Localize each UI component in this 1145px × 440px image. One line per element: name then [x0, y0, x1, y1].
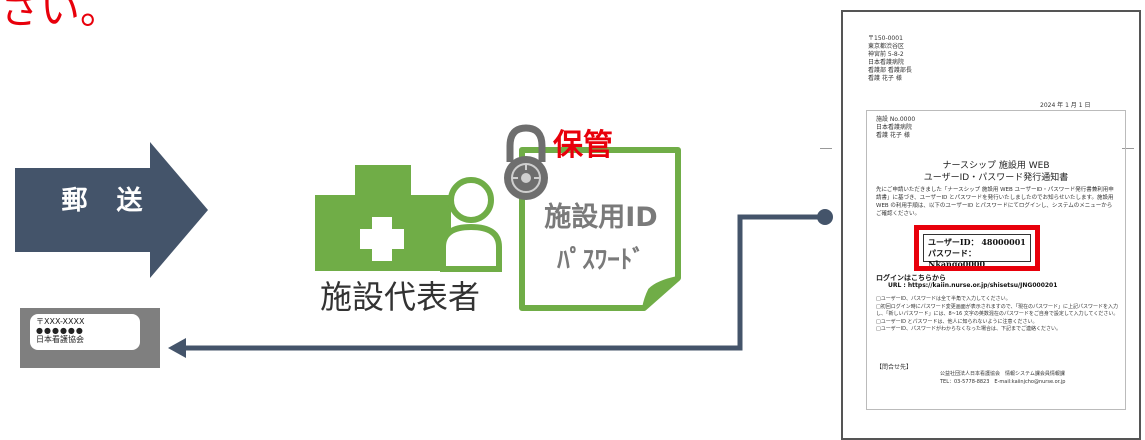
document-date: 2024 年 1 月 1 日: [1040, 102, 1091, 109]
sticky-note-icon: [519, 147, 681, 311]
note-item: ユーザーID とパスワードは、他人に知られないように注意ください。: [876, 319, 1121, 327]
sticky-note-title: 施設用ID: [544, 202, 658, 233]
contact-heading: 【問合せ先】: [876, 364, 913, 371]
address-line: 看護部 看護部長: [868, 67, 912, 74]
login-url: URL : https://kaiin.nurse.or.jp/shisetsu…: [888, 282, 1058, 289]
fold-mark: [1122, 148, 1134, 149]
address-line: 〒150-0001: [868, 35, 903, 42]
user-id-value: 48000001: [981, 237, 1026, 247]
fold-mark: [820, 148, 832, 149]
hospital-person-icon: [315, 165, 502, 272]
mail-arrow-icon: [15, 142, 208, 278]
password-row: パスワード： Nkango0000: [928, 248, 1026, 270]
storage-label: 保管: [553, 128, 613, 163]
login-heading: ログインはこちらから: [876, 274, 946, 282]
document-notes: ユーザーID、パスワードは全て半角で入力してください。 初回ログイン時にパスワー…: [876, 296, 1121, 334]
mail-arrow-shape: [15, 142, 208, 278]
mail-label: 郵 送: [61, 186, 153, 216]
user-id-label: ユーザーID：: [928, 237, 979, 247]
document-address: 〒150-0001 東京都渋谷区 神宮前 5-8-2 日本看護病院 看護部 看護…: [868, 35, 912, 83]
facility-line: 日本看護病院: [876, 124, 913, 131]
return-envelope: 〒XXX-XXXX ●●●●●● 日本看護協会: [20, 308, 160, 368]
facility-line: 看護 花子 様: [876, 132, 910, 139]
contact-org: 公益社団法人日本看護協会 情報システム課会員情報課: [940, 371, 1065, 377]
note-item: ユーザーID、パスワードは全て半角で入力してください。: [876, 296, 1121, 304]
sticky-note-password: ﾊﾟｽﾜｰﾄﾞ: [557, 245, 645, 274]
password-value: Nkango0000: [928, 259, 986, 269]
address-line: 日本看護病院: [868, 59, 905, 66]
document-facility: 施設 No.0000 日本看護病院 看護 花子 様: [876, 116, 915, 140]
padlock-icon: [504, 124, 548, 200]
address-line: 東京都渋谷区: [868, 43, 905, 50]
title-line: ナースシップ 施設用 WEB: [942, 161, 1050, 171]
title-line: ユーザーID・パスワード発行通知書: [923, 173, 1069, 183]
user-id-row: ユーザーID： 48000001: [928, 237, 1026, 248]
address-line: 看護 花子 様: [868, 75, 902, 82]
facility-line: 施設 No.0000: [876, 116, 916, 123]
return-recipient: 日本看護協会: [36, 335, 84, 344]
return-postal: 〒XXX-XXXX: [36, 317, 85, 326]
document-body: [866, 110, 1126, 410]
address-line: 神宮前 5-8-2: [868, 51, 904, 58]
header-fragment: さい。: [0, 0, 120, 33]
credentials-box: ユーザーID： 48000001 パスワード： Nkango0000: [923, 234, 1031, 269]
address-label: 〒XXX-XXXX ●●●●●● 日本看護協会: [30, 314, 140, 350]
note-item: ユーザーID、パスワードがわからなくなった場合は、下記までご連絡ください。: [876, 326, 1121, 334]
hospital-icon: [315, 165, 451, 271]
contact-tel: TEL：03-5778-8823 E-mail:kaiinjcho@nurse.…: [940, 379, 1066, 385]
note-item: 初回ログイン時にパスワード変更画面が表示されますので、「現在のパスワード」に上記…: [876, 304, 1121, 319]
document-title: ナースシップ 施設用 WEB ユーザーID・パスワード発行通知書: [866, 160, 1126, 184]
return-masked: ●●●●●●: [36, 326, 84, 335]
document-intro: 先にご申請いただきました「ナースシップ 施設用 WEB ユーザーID・パスワード…: [876, 187, 1114, 217]
representative-label: 施設代表者: [319, 278, 480, 316]
person-icon: [440, 177, 502, 272]
return-connector: [168, 209, 833, 358]
password-label: パスワード：: [928, 248, 976, 258]
credentials-highlight: [914, 225, 1040, 271]
